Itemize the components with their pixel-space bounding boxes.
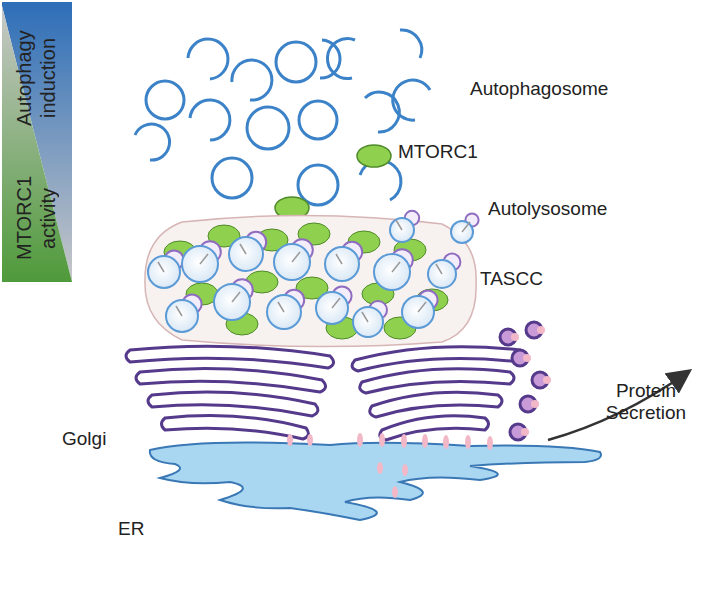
cargo xyxy=(287,326,551,498)
structure-label: MTORC1 xyxy=(398,141,478,163)
structure-label: Autolysosome xyxy=(488,198,607,220)
autophagosomes xyxy=(135,30,430,205)
axis-label: Autophagy induction xyxy=(12,16,64,140)
mtorc1-triangle xyxy=(2,6,72,282)
process-label: Protein Secretion xyxy=(596,380,696,424)
structure-label: Golgi xyxy=(62,428,106,450)
axis-label: MTORC1 activity xyxy=(12,156,64,280)
structure-label: ER xyxy=(118,518,144,540)
er xyxy=(150,442,601,520)
autophagy-triangle xyxy=(2,6,72,282)
golgi xyxy=(126,346,524,440)
region-label: TASCC xyxy=(480,268,543,290)
bar-top xyxy=(2,2,72,6)
structure-label: Autophagosome xyxy=(470,78,608,100)
vesicles xyxy=(500,322,548,440)
mtorc1-sample xyxy=(357,145,391,167)
tascc-outline xyxy=(142,212,478,348)
tascc-region: TASCC xyxy=(142,212,478,348)
gradient-band: MTORC1 activity xyxy=(2,6,72,282)
